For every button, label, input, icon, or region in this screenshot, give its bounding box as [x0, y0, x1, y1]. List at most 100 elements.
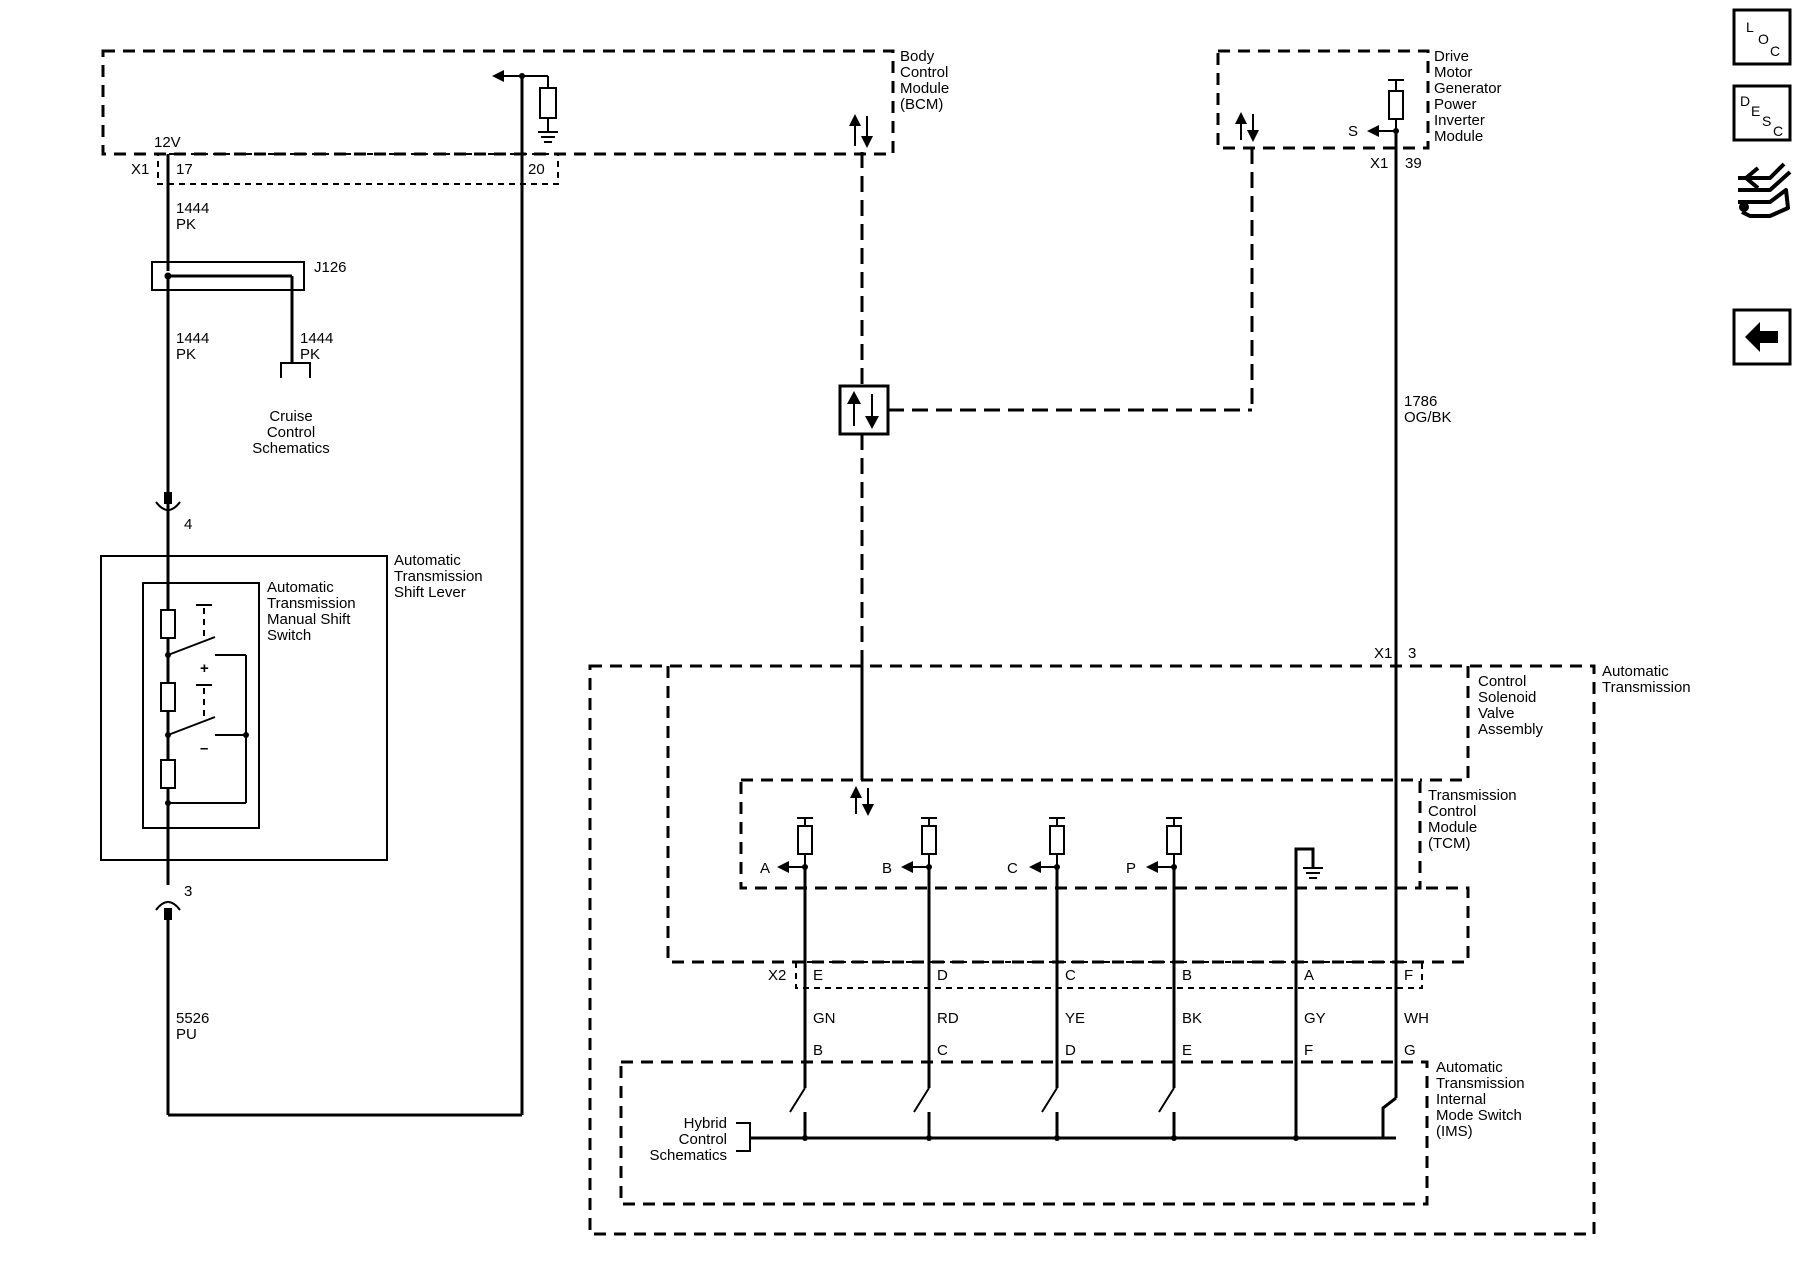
ims-pin: B — [813, 1042, 823, 1059]
tcm-connector-x1: X1 — [1374, 645, 1392, 662]
ims-pin: G — [1404, 1042, 1416, 1059]
tcm-pin-3: 3 — [1408, 645, 1416, 662]
ims-pin: F — [1304, 1042, 1313, 1059]
tcm-input-b-label: B — [882, 860, 892, 877]
shift-lever-label-2: Transmission — [394, 568, 483, 585]
dmgpim-label-2: Motor — [1434, 64, 1472, 81]
manual-shift-label-3: Manual Shift — [267, 611, 351, 628]
connector-4-label: 4 — [184, 516, 192, 533]
description-button[interactable]: D E S C — [1732, 84, 1792, 142]
x2-pin: D — [937, 967, 948, 984]
tcm-input-c-label: C — [1007, 860, 1018, 877]
manual-shift-label-2: Transmission — [267, 595, 356, 612]
shift-lever-label-1: Automatic — [394, 552, 461, 569]
tcm-input-p-label: P — [1126, 860, 1136, 877]
wire-1444-right-number: 1444 — [300, 330, 333, 347]
tcm-label-3: Module — [1428, 819, 1477, 836]
shift-lever-circuit: 1444 PK J126 1444 PK 1444 PK Cruise Cont… — [100, 76, 524, 1117]
connector-4: 4 — [155, 492, 192, 533]
desc-letter-3: S — [1762, 113, 1771, 129]
wire-color: GY — [1304, 1010, 1326, 1027]
dmgpim-label-5: Inverter — [1434, 112, 1485, 129]
manual-shift-label-4: Switch — [267, 627, 311, 644]
tcm-inputs: A B C — [760, 817, 1299, 1141]
automatic-transmission: Automatic Transmission Control Solenoid … — [588, 131, 1691, 1236]
bcm-serial-data-icon — [849, 114, 873, 148]
dmgpim-pin-39: 39 — [1405, 155, 1422, 172]
ims-label-2: Transmission — [1436, 1075, 1525, 1092]
j126-label: J126 — [314, 259, 347, 276]
wire-5526-number: 5526 — [176, 1010, 209, 1027]
bcm-connector-x1: X1 — [131, 161, 149, 178]
dmgpim-label-4: Power — [1434, 96, 1477, 113]
x2-pin: B — [1182, 967, 1192, 984]
voltage-12v-label: 12V — [154, 134, 181, 151]
wire-color: BK — [1182, 1010, 1202, 1027]
ims-pin: C — [937, 1042, 948, 1059]
manual-shift-label-1: Automatic — [267, 579, 334, 596]
connector-tool-icon[interactable] — [1738, 162, 1792, 218]
serial-data-network — [838, 148, 1254, 780]
dmgpim-signal-s: S — [1348, 123, 1358, 140]
connector-3: 3 — [155, 883, 192, 920]
tcm-input-a: A — [760, 817, 813, 1141]
hybrid-label-2: Control — [679, 1131, 727, 1148]
wire-1444-left-color: PK — [176, 346, 196, 363]
wire-color: GN — [813, 1010, 836, 1027]
x2-connector-label: X2 — [768, 967, 786, 984]
tcm-input-a-label: A — [760, 860, 770, 877]
loc-letter-2: O — [1758, 31, 1769, 47]
x2-pin-labels: E D C B A F — [813, 967, 1413, 984]
drive-motor-inverter-module: Drive Motor Generator Power Inverter Mod… — [1216, 48, 1502, 172]
bcm-label-1: Body — [900, 48, 935, 65]
wire-1444-top-color: PK — [176, 216, 196, 233]
wire-5526-color: PU — [176, 1026, 197, 1043]
loc-letter-3: C — [1770, 43, 1780, 59]
tcm-label-2: Control — [1428, 803, 1476, 820]
desc-letter-2: E — [1751, 103, 1760, 119]
bcm-module: Body Control Module (BCM) 12V X1 17 20 — [101, 48, 949, 185]
upshift-symbol: + — [200, 660, 209, 677]
wire-color: WH — [1404, 1010, 1429, 1027]
cruise-label-3: Schematics — [252, 440, 330, 457]
back-arrow-icon — [1745, 322, 1778, 352]
dmgpim-connector-x1: X1 — [1370, 155, 1388, 172]
auto-trans-label-2: Transmission — [1602, 679, 1691, 696]
dmgpim-serial-data-icon — [1235, 112, 1259, 142]
tcm-input-p: P — [1126, 817, 1182, 1141]
location-button[interactable]: L O C — [1732, 8, 1792, 66]
csva-label-3: Valve — [1478, 705, 1514, 722]
wire-color: YE — [1065, 1010, 1085, 1027]
bcm-label-3: Module — [900, 80, 949, 97]
dmgpim-label-6: Module — [1434, 128, 1483, 145]
wire-color: RD — [937, 1010, 959, 1027]
wire-1444-right-color: PK — [300, 346, 320, 363]
wire-1444-left-number: 1444 — [176, 330, 209, 347]
x2-pin: F — [1404, 967, 1413, 984]
cruise-label-2: Control — [267, 424, 315, 441]
x2-pin: A — [1304, 967, 1314, 984]
loc-letter-1: L — [1746, 19, 1754, 35]
ims-label-5: (IMS) — [1436, 1123, 1473, 1140]
desc-letter-1: D — [1740, 93, 1750, 109]
ims-label-4: Mode Switch — [1436, 1107, 1522, 1124]
downshift-symbol: – — [200, 740, 208, 757]
back-arrow-button[interactable] — [1732, 308, 1792, 366]
csva-label-1: Control — [1478, 673, 1526, 690]
wire-1786-color: OG/BK — [1404, 409, 1452, 426]
cruise-label-1: Cruise — [269, 408, 312, 425]
tcm-serial-data-icon — [850, 786, 874, 816]
desc-letter-4: C — [1773, 123, 1783, 139]
ims-label-1: Automatic — [1436, 1059, 1503, 1076]
csva-label-4: Assembly — [1478, 721, 1544, 738]
hybrid-label-3: Schematics — [649, 1147, 727, 1164]
tcm-label-1: Transmission — [1428, 787, 1517, 804]
dmgpim-label-1: Drive — [1434, 48, 1469, 65]
bcm-pin-20: 20 — [528, 161, 545, 178]
j126-splice: J126 — [151, 259, 347, 291]
x2-pin: E — [813, 967, 823, 984]
tcm-input-b: B — [882, 817, 937, 1141]
bcm-label-2: Control — [900, 64, 948, 81]
shift-lever-label-3: Shift Lever — [394, 584, 466, 601]
